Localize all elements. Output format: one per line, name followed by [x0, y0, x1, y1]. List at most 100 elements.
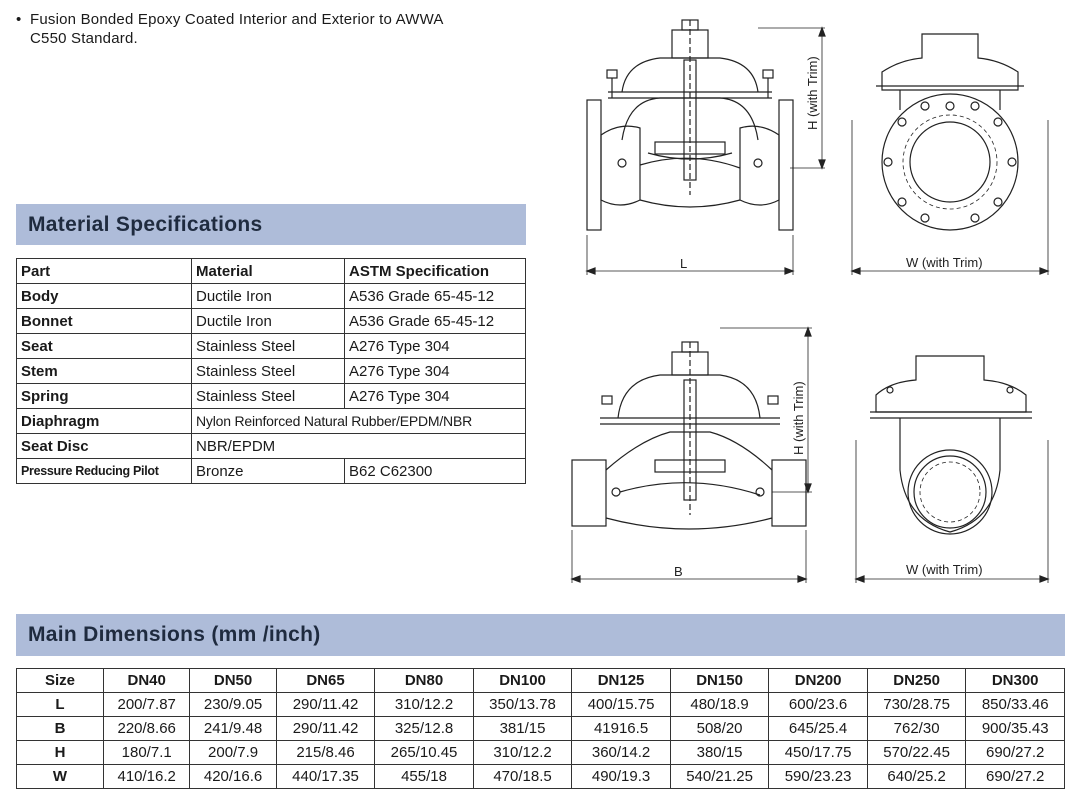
header-material: Material — [191, 258, 345, 284]
astm-cell: B62 C62300 — [344, 458, 526, 484]
main-dimensions-title: Main Dimensions (mm /inch) — [28, 623, 321, 646]
dimension-cell: 540/21.25 — [669, 764, 770, 789]
grooved-b-label: B — [674, 564, 683, 579]
dimension-cell: 420/16.6 — [189, 764, 277, 789]
grooved-h-label: H (with Trim) — [791, 381, 806, 455]
part-cell: Bonnet — [16, 308, 192, 334]
material-cell: Nylon Reinforced Natural Rubber/EPDM/NBR — [191, 408, 526, 434]
flanged-h-label: H (with Trim) — [805, 56, 820, 130]
dimension-cell: 325/12.8 — [374, 716, 474, 741]
part-cell: Seat — [16, 333, 192, 359]
dimension-cell: 480/18.9 — [669, 692, 770, 717]
main-dimensions-heading: Main Dimensions (mm /inch) — [16, 614, 1065, 656]
dimension-cell: 200/7.9 — [189, 740, 277, 765]
dimension-cell: 490/19.3 — [571, 764, 671, 789]
dimension-cell: 230/9.05 — [189, 692, 277, 717]
dimension-cell: 470/18.5 — [472, 764, 573, 789]
astm-cell: A276 Type 304 — [344, 333, 526, 359]
astm-cell: A276 Type 304 — [344, 358, 526, 384]
dimension-cell: 690/27.2 — [965, 740, 1065, 765]
dimension-cell: 360/14.2 — [571, 740, 671, 765]
header-dn300: DN300 — [965, 668, 1065, 693]
part-cell: Body — [16, 283, 192, 309]
dimension-cell: 350/13.78 — [472, 692, 573, 717]
flanged-dimension-lines — [585, 26, 1050, 275]
dimension-cell: 570/22.45 — [866, 740, 967, 765]
table-header-row: Size DN40 DN50 DN65 DN80 DN100 DN125 DN1… — [16, 668, 1065, 693]
astm-cell: A536 Grade 65-45-12 — [344, 283, 526, 309]
part-cell: Stem — [16, 358, 192, 384]
dimension-cell: 730/28.75 — [866, 692, 967, 717]
dimension-cell: 290/11.42 — [275, 692, 376, 717]
astm-cell: A276 Type 304 — [344, 383, 526, 409]
dimension-cell: 645/25.4 — [768, 716, 868, 741]
dimension-cell: 600/23.6 — [768, 692, 868, 717]
header-dn150: DN150 — [669, 668, 770, 693]
row-label: L — [16, 692, 104, 717]
dimension-cell: 241/9.48 — [189, 716, 277, 741]
table-row: Diaphragm Nylon Reinforced Natural Rubbe… — [16, 408, 526, 434]
table-header-row: Part Material ASTM Specification — [16, 258, 526, 284]
table-row: Bonnet Ductile Iron A536 Grade 65-45-12 — [16, 308, 526, 334]
header-size: Size — [16, 668, 104, 693]
dimension-cell: 290/11.42 — [275, 716, 376, 741]
header-astm: ASTM Specification — [344, 258, 526, 284]
flanged-w-label: W (with Trim) — [906, 255, 983, 270]
dimension-cell: 850/33.46 — [965, 692, 1065, 717]
material-specifications-table: Part Material ASTM Specification Body Du… — [16, 258, 526, 484]
grooved-dimension-lines — [570, 326, 1050, 583]
part-cell: Seat Disc — [16, 433, 192, 459]
material-specifications-title: Material Specifications — [28, 212, 263, 236]
dimension-cell: 381/15 — [472, 716, 573, 741]
table-row: B 220/8.66 241/9.48 290/11.42 325/12.8 3… — [16, 716, 1065, 741]
dimension-cell: 180/7.1 — [102, 740, 191, 765]
bullet-text-line1: Fusion Bonded Epoxy Coated Interior and … — [30, 11, 444, 28]
main-dimensions-table: Size DN40 DN50 DN65 DN80 DN100 DN125 DN1… — [16, 668, 1065, 789]
bullet-text-line2: C550 Standard. — [30, 30, 138, 47]
dimension-cell: 220/8.66 — [102, 716, 191, 741]
header-dn40: DN40 — [102, 668, 191, 693]
header-dn100: DN100 — [472, 668, 573, 693]
part-cell: Diaphragm — [16, 408, 192, 434]
dimension-cell: 41916.5 — [571, 716, 671, 741]
table-row: H 180/7.1 200/7.9 215/8.46 265/10.45 310… — [16, 740, 1065, 765]
dimension-cell: 310/12.2 — [374, 692, 474, 717]
material-cell: NBR/EPDM — [191, 433, 526, 459]
part-cell: Spring — [16, 383, 192, 409]
material-cell: Stainless Steel — [191, 358, 345, 384]
bullet-dot: • — [16, 11, 22, 28]
header-dn200: DN200 — [768, 668, 868, 693]
material-specifications-heading: Material Specifications — [16, 204, 526, 245]
part-cell: Pressure Reducing Pilot — [16, 458, 192, 484]
flanged-valve-side-view — [586, 19, 794, 231]
header-dn65: DN65 — [275, 668, 376, 693]
dimension-cell: 508/20 — [669, 716, 770, 741]
dimension-cell: 900/35.43 — [965, 716, 1065, 741]
table-row: Seat Disc NBR/EPDM — [16, 433, 526, 459]
grooved-valve-side-view — [571, 341, 807, 530]
dimension-cell: 640/25.2 — [866, 764, 967, 789]
dimension-cell: 200/7.87 — [102, 692, 191, 717]
dimension-cell: 310/12.2 — [472, 740, 573, 765]
table-row: L 200/7.87 230/9.05 290/11.42 310/12.2 3… — [16, 692, 1065, 717]
table-row: W 410/16.2 420/16.6 440/17.35 455/18 470… — [16, 764, 1065, 789]
table-row: Stem Stainless Steel A276 Type 304 — [16, 358, 526, 384]
coating-bullet: • Fusion Bonded Epoxy Coated Interior and… — [16, 10, 526, 48]
material-cell: Ductile Iron — [191, 283, 345, 309]
header-dn125: DN125 — [571, 668, 671, 693]
dimension-cell: 455/18 — [374, 764, 474, 789]
table-row: Spring Stainless Steel A276 Type 304 — [16, 383, 526, 409]
row-label: H — [16, 740, 104, 765]
header-dn250: DN250 — [866, 668, 967, 693]
material-cell: Ductile Iron — [191, 308, 345, 334]
flanged-l-label: L — [680, 256, 687, 271]
dimension-cell: 410/16.2 — [102, 764, 191, 789]
dimension-cell: 440/17.35 — [275, 764, 376, 789]
dimension-cell: 450/17.75 — [768, 740, 868, 765]
astm-cell: A536 Grade 65-45-12 — [344, 308, 526, 334]
table-row: Seat Stainless Steel A276 Type 304 — [16, 333, 526, 359]
material-cell: Bronze — [191, 458, 345, 484]
dimension-cell: 762/30 — [866, 716, 967, 741]
flanged-valve-end-view — [876, 33, 1024, 231]
row-label: W — [16, 764, 104, 789]
